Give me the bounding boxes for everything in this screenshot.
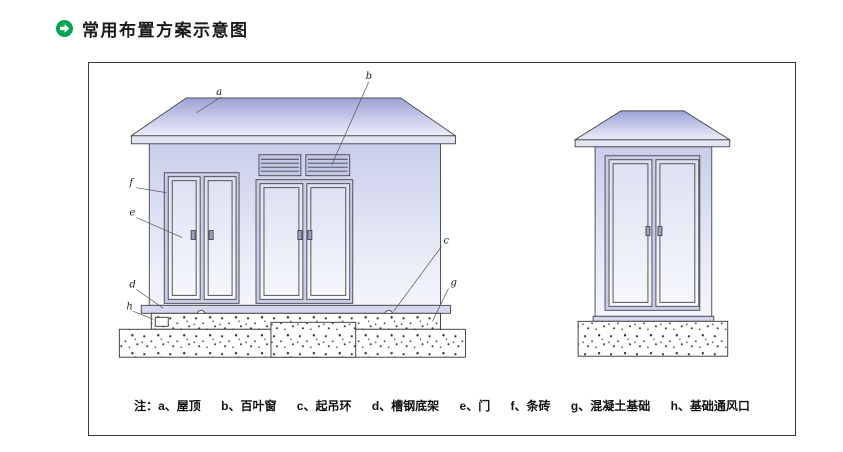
double-door-group [604, 155, 701, 311]
door-handle [307, 230, 313, 240]
left-roof-fascia [130, 135, 456, 145]
marker-g: g [450, 277, 456, 288]
marker-leader-lines [133, 81, 449, 322]
right-channel-base [592, 315, 715, 322]
brick-patch [270, 321, 357, 358]
door-leaf [655, 159, 700, 307]
page-header: 常用布置方案示意图 [56, 16, 249, 41]
legend-item: h、基础通风口 [670, 399, 750, 413]
marker-c: c [443, 236, 449, 247]
legend-item: f、条砖 [510, 399, 551, 413]
door-leaf [259, 183, 304, 300]
left-roof [129, 97, 457, 137]
page-title: 常用布置方案示意图 [82, 21, 249, 40]
door-handle [208, 230, 214, 240]
foundation-vent [154, 316, 169, 327]
marker-e: e [129, 208, 135, 219]
door-handle [190, 230, 196, 240]
left-building [118, 97, 466, 358]
right-roof [573, 110, 732, 141]
door-leaf [608, 159, 653, 307]
louver-vent [258, 154, 302, 177]
right-building [573, 110, 732, 357]
louver-vents [258, 154, 351, 177]
legend: 注：a、屋顶 b、百叶窗 c、起吊环 d、槽钢底架 e、门 f、条砖 g、混凝土… [89, 397, 795, 414]
marker-d: d [129, 279, 135, 290]
marker-b: b [366, 71, 372, 82]
louver-vent [305, 154, 351, 177]
legend-item: e、门 [459, 399, 491, 413]
left-foundation [118, 312, 466, 358]
legend-item: c、起吊环 [296, 399, 352, 413]
diagram-box: a b c d e f g h 注：a、屋顶 b、百叶窗 c、起吊环 d、槽钢底… [88, 62, 796, 436]
legend-item: d、槽钢底架 [371, 399, 440, 413]
marker-h: h [126, 301, 132, 312]
right-door-group [255, 179, 354, 304]
schematic-drawing: a b c d e f g h [118, 71, 732, 358]
door-handle [645, 226, 651, 236]
legend-item: b、百叶窗 [221, 399, 277, 413]
legend-item: g、混凝土基础 [570, 399, 651, 413]
arrow-bullet-icon [56, 20, 73, 37]
right-foundation [577, 320, 729, 357]
door-leaf [306, 183, 351, 300]
right-roof-fascia [574, 139, 731, 148]
legend-item: a、屋顶 [158, 399, 201, 413]
door-handle [297, 230, 303, 240]
door-handle [657, 226, 663, 236]
left-door-group [163, 172, 240, 304]
marker-f: f [128, 178, 135, 189]
legend-prefix: 注： [134, 399, 159, 413]
marker-labels: a b c d e f g h [126, 71, 457, 312]
marker-a: a [216, 87, 222, 98]
